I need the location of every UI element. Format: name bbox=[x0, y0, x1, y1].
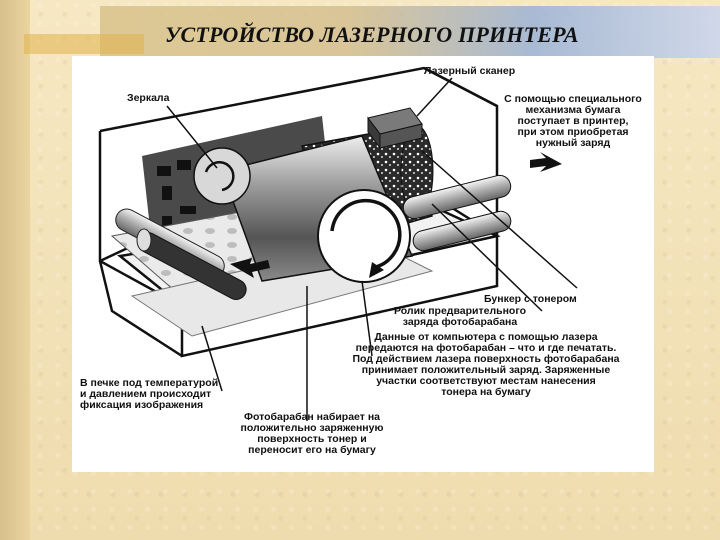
label-toner-bunker: Бункер с тонером bbox=[484, 293, 577, 305]
label-computer-data: Данные от компьютера с помощью лазера пе… bbox=[352, 331, 620, 398]
diagram-panel: Зеркала Лазерный сканер С помощью специа… bbox=[72, 56, 654, 472]
printer-diagram bbox=[98, 66, 578, 421]
label-precharge-roller: Ролик предварительного заряда фотобараба… bbox=[394, 305, 526, 328]
laser-scanner bbox=[367, 107, 423, 150]
label-oven: В печке под температурой и давлением про… bbox=[80, 377, 219, 411]
left-stripe bbox=[0, 0, 30, 540]
paper-in-arrow bbox=[530, 152, 562, 172]
label-paper-charge: С помощью специального механизма бумага … bbox=[504, 93, 642, 149]
label-laser-scanner: Лазерный сканер bbox=[424, 65, 516, 77]
paper-out-arrow bbox=[230, 258, 270, 278]
label-mirrors: Зеркала bbox=[127, 92, 170, 104]
title-banner bbox=[100, 6, 720, 58]
photo-drum bbox=[193, 135, 414, 283]
leader-lines bbox=[166, 77, 578, 421]
fuser-rollers bbox=[115, 208, 247, 300]
slide-title: УСТРОЙСТВО ЛАЗЕРНОГО ПРИНТЕРА bbox=[165, 22, 579, 47]
title-accent-band bbox=[24, 34, 144, 54]
label-drum-toner: Фотобарабан набирает на положительно зар… bbox=[240, 411, 384, 456]
precharge-roller bbox=[402, 174, 512, 220]
